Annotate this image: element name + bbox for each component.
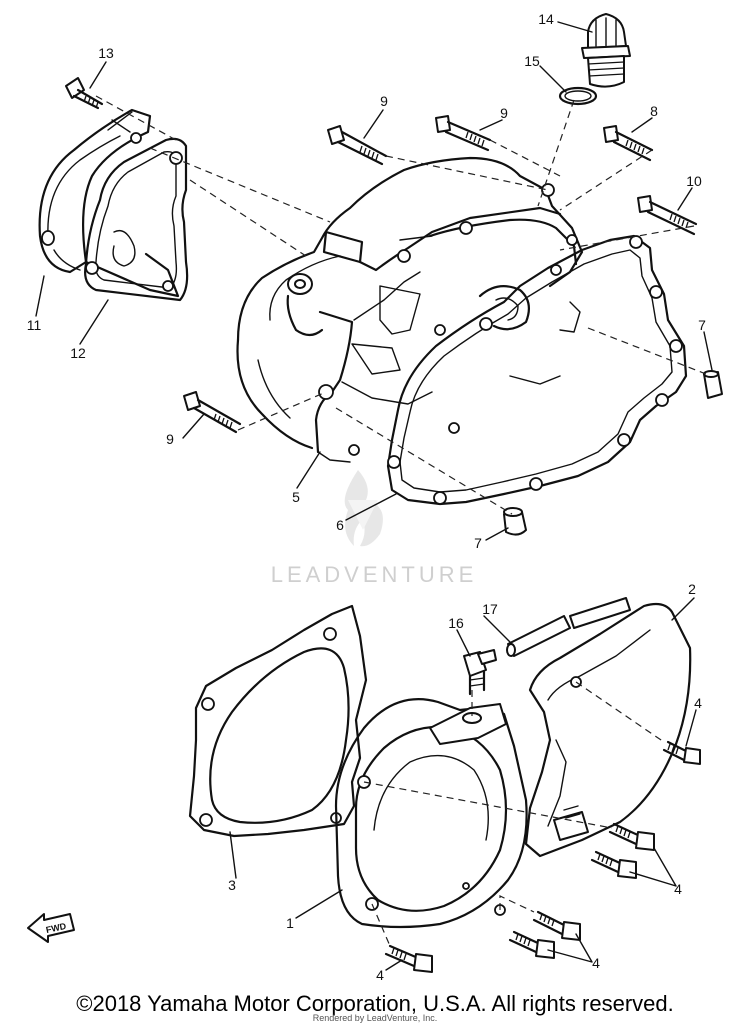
leadventure-logo-icon: [344, 470, 383, 547]
leader-lines: [35, 21, 713, 971]
callout-15: 15: [524, 53, 540, 69]
part-1-generator-cover: [334, 698, 528, 929]
callout-9-a: 9: [380, 93, 388, 109]
callout-11: 11: [27, 317, 42, 333]
callout-4-d: 4: [376, 967, 384, 983]
callout-10: 10: [686, 173, 702, 189]
part-4-screw-e: [508, 930, 555, 959]
callout-13: 13: [98, 45, 114, 61]
part-9-bolt-c: [183, 391, 242, 434]
part-4-screw-b: [608, 822, 655, 851]
watermark: LEADVENTURE: [271, 470, 478, 587]
callout-9-c: 9: [166, 431, 174, 447]
callout-3: 3: [228, 877, 236, 893]
part-5-crankcase-cover: [236, 156, 584, 463]
alignment-lines-upper: [95, 95, 707, 515]
callout-16: 16: [448, 615, 464, 631]
callout-7-b: 7: [474, 535, 482, 551]
part-2-side-cover: [524, 602, 692, 858]
part-17-breather-hose: [506, 597, 631, 657]
part-7-dowel-b: [503, 507, 527, 536]
callout-4-a: 4: [694, 695, 702, 711]
callout-9-b: 9: [500, 105, 508, 121]
callout-5: 5: [292, 489, 300, 505]
part-4-screw-f: [384, 944, 433, 973]
part-6-large-gasket: [386, 234, 688, 506]
rendered-by-note: Rendered by LeadVenture, Inc.: [312, 1013, 438, 1023]
callout-2: 2: [688, 581, 696, 597]
part-13-bolt: [65, 77, 104, 110]
part-9-bolt-a: [327, 125, 388, 166]
part-10-bolt: [637, 195, 698, 236]
callout-17: 17: [482, 601, 498, 617]
callout-1: 1: [286, 915, 294, 931]
watermark-text: LEADVENTURE: [271, 562, 478, 587]
callout-labels: 13 9 9 8 10 14 15 11 12 9 7 5 6 7 2 17 1…: [27, 11, 706, 983]
part-11-small-cover: [38, 108, 180, 298]
part-4-screw-d: [532, 910, 581, 941]
callout-7-a: 7: [698, 317, 706, 333]
copyright-footer: ©2018 Yamaha Motor Corporation, U.S.A. A…: [76, 991, 674, 1016]
callout-6: 6: [336, 517, 344, 533]
part-3-stator-gasket: [188, 604, 368, 838]
callout-12: 12: [70, 345, 86, 361]
part-8-bolt: [603, 125, 654, 162]
part-16-hose-fitting: [463, 649, 497, 696]
fwd-label: FWD: [45, 921, 68, 935]
part-4-screw-c: [590, 850, 637, 879]
part-9-bolt-b: [435, 115, 492, 152]
callout-4-b: 4: [674, 881, 682, 897]
part-4-screw-a: [662, 740, 701, 765]
fwd-arrow-icon: FWD: [27, 913, 75, 943]
part-7-dowel-a: [703, 370, 723, 399]
callout-14: 14: [538, 11, 554, 27]
alignment-lines-lower: [363, 681, 665, 947]
part-14-oil-cap: [581, 13, 631, 88]
callout-8: 8: [650, 103, 658, 119]
part-15-o-ring: [558, 86, 598, 106]
callout-4-c: 4: [592, 955, 600, 971]
part-12-cover-gasket: [84, 137, 189, 302]
